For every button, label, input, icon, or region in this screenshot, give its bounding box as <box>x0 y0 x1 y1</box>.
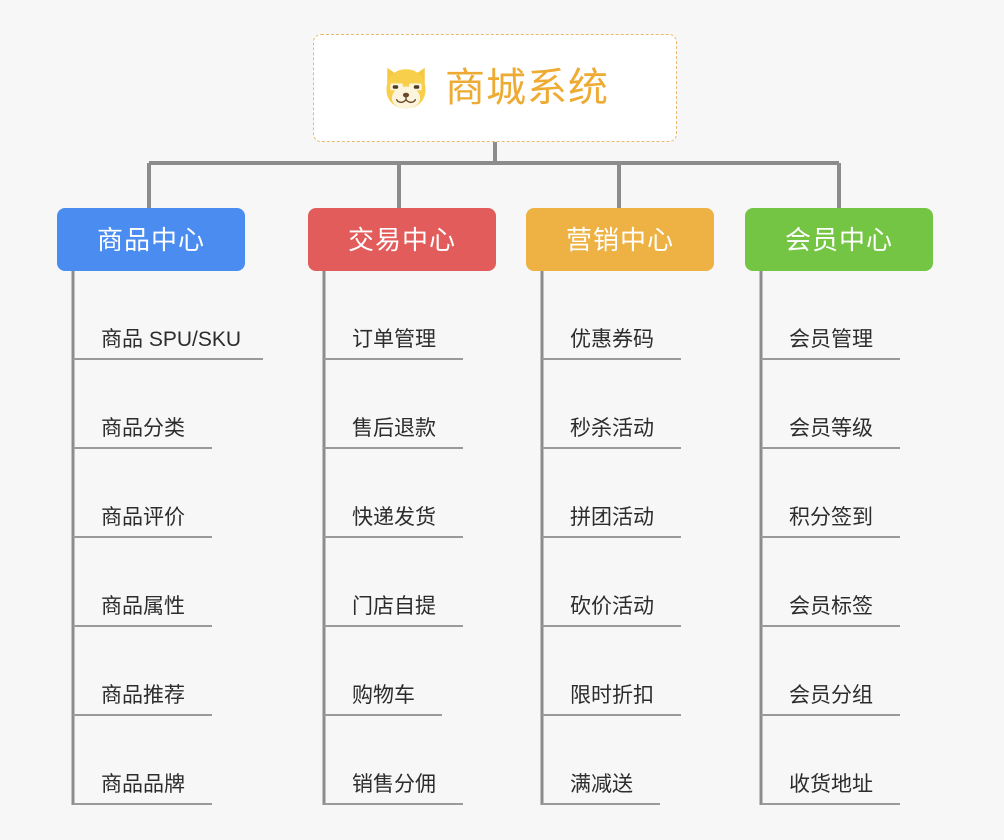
leaf-label: 秒杀活动 <box>570 417 654 440</box>
leaf-underline <box>324 536 463 538</box>
category-box-0[interactable]: 商品中心 <box>57 208 245 271</box>
leaf-label: 订单管理 <box>352 328 436 351</box>
shiba-dog-icon <box>386 67 426 109</box>
leaf-underline <box>73 803 212 805</box>
leaf-list-0: 商品 SPU/SKU 商品分类 商品评价 商品属性 商品推荐 商品品牌 <box>57 271 287 805</box>
list-item[interactable]: 会员标签 <box>745 538 975 627</box>
list-item[interactable]: 会员等级 <box>745 360 975 449</box>
leaf-underline <box>761 358 900 360</box>
leaf-underline <box>324 714 442 716</box>
list-item[interactable]: 订单管理 <box>308 271 538 360</box>
leaf-label: 购物车 <box>352 684 415 707</box>
leaf-label: 优惠券码 <box>570 328 654 351</box>
list-item[interactable]: 购物车 <box>308 627 538 716</box>
list-item[interactable]: 砍价活动 <box>526 538 756 627</box>
list-item[interactable]: 商品 SPU/SKU <box>57 271 287 360</box>
list-item[interactable]: 秒杀活动 <box>526 360 756 449</box>
list-item[interactable]: 收货地址 <box>745 716 975 805</box>
leaf-underline <box>73 714 212 716</box>
leaf-list-1: 订单管理 售后退款 快递发货 门店自提 购物车 销售分佣 <box>308 271 538 805</box>
leaf-label: 限时折扣 <box>570 684 654 707</box>
leaf-label: 满减送 <box>570 773 633 796</box>
leaf-list-2: 优惠券码 秒杀活动 拼团活动 砍价活动 限时折扣 满减送 <box>526 271 756 805</box>
category-label-2: 营销中心 <box>565 224 674 255</box>
leaf-label: 会员分组 <box>789 684 873 707</box>
leaf-underline <box>324 447 463 449</box>
list-item[interactable]: 商品评价 <box>57 449 287 538</box>
leaf-list-3: 会员管理 会员等级 积分签到 会员标签 会员分组 收货地址 <box>745 271 975 805</box>
leaf-underline <box>542 714 681 716</box>
list-item[interactable]: 商品品牌 <box>57 716 287 805</box>
list-item[interactable]: 积分签到 <box>745 449 975 538</box>
root-label: 商城系统 <box>445 66 609 110</box>
leaf-label: 会员等级 <box>789 417 873 440</box>
leaf-underline <box>761 803 900 805</box>
leaf-label: 拼团活动 <box>570 506 654 529</box>
list-item[interactable]: 会员管理 <box>745 271 975 360</box>
leaf-label: 商品 SPU/SKU <box>101 328 242 351</box>
leaf-underline <box>542 625 681 627</box>
leaf-label: 收货地址 <box>789 773 873 796</box>
leaf-underline <box>761 536 900 538</box>
leaf-underline <box>542 358 681 360</box>
list-item[interactable]: 优惠券码 <box>526 271 756 360</box>
leaf-label: 售后退款 <box>352 417 436 440</box>
leaf-label: 商品品牌 <box>101 773 185 796</box>
category-box-3[interactable]: 会员中心 <box>745 208 933 271</box>
category-label-0: 商品中心 <box>96 224 205 255</box>
leaf-label: 积分签到 <box>789 506 873 529</box>
leaf-underline <box>73 358 263 360</box>
list-item[interactable]: 满减送 <box>526 716 756 805</box>
leaf-underline <box>73 625 212 627</box>
leaf-underline <box>761 625 900 627</box>
leaf-underline <box>542 447 681 449</box>
list-item[interactable]: 拼团活动 <box>526 449 756 538</box>
category-box-1[interactable]: 交易中心 <box>308 208 496 271</box>
leaf-label: 门店自提 <box>352 595 436 618</box>
leaf-label: 销售分佣 <box>352 773 436 796</box>
list-item[interactable]: 限时折扣 <box>526 627 756 716</box>
leaf-underline <box>542 803 660 805</box>
leaf-underline <box>542 536 681 538</box>
leaf-label: 商品属性 <box>101 595 185 618</box>
leaf-label: 快递发货 <box>352 506 436 529</box>
category-label-3: 会员中心 <box>784 224 893 255</box>
list-item[interactable]: 会员分组 <box>745 627 975 716</box>
list-item[interactable]: 快递发货 <box>308 449 538 538</box>
leaf-label: 商品分类 <box>101 417 185 440</box>
leaf-underline <box>761 447 900 449</box>
list-item[interactable]: 售后退款 <box>308 360 538 449</box>
leaf-underline <box>324 625 463 627</box>
leaf-label: 会员标签 <box>789 595 873 618</box>
category-label-1: 交易中心 <box>347 224 456 255</box>
leaf-underline <box>324 358 463 360</box>
leaf-underline <box>761 714 900 716</box>
category-box-2[interactable]: 营销中心 <box>526 208 714 271</box>
root-node[interactable]: 商城系统 <box>313 34 677 142</box>
leaf-underline <box>73 536 212 538</box>
leaf-underline <box>324 803 463 805</box>
leaf-label: 砍价活动 <box>570 595 654 618</box>
leaf-label: 会员管理 <box>789 328 873 351</box>
list-item[interactable]: 商品分类 <box>57 360 287 449</box>
leaf-label: 商品推荐 <box>101 684 185 707</box>
list-item[interactable]: 商品推荐 <box>57 627 287 716</box>
leaf-underline <box>73 447 212 449</box>
leaf-label: 商品评价 <box>101 506 185 529</box>
list-item[interactable]: 商品属性 <box>57 538 287 627</box>
list-item[interactable]: 销售分佣 <box>308 716 538 805</box>
list-item[interactable]: 门店自提 <box>308 538 538 627</box>
